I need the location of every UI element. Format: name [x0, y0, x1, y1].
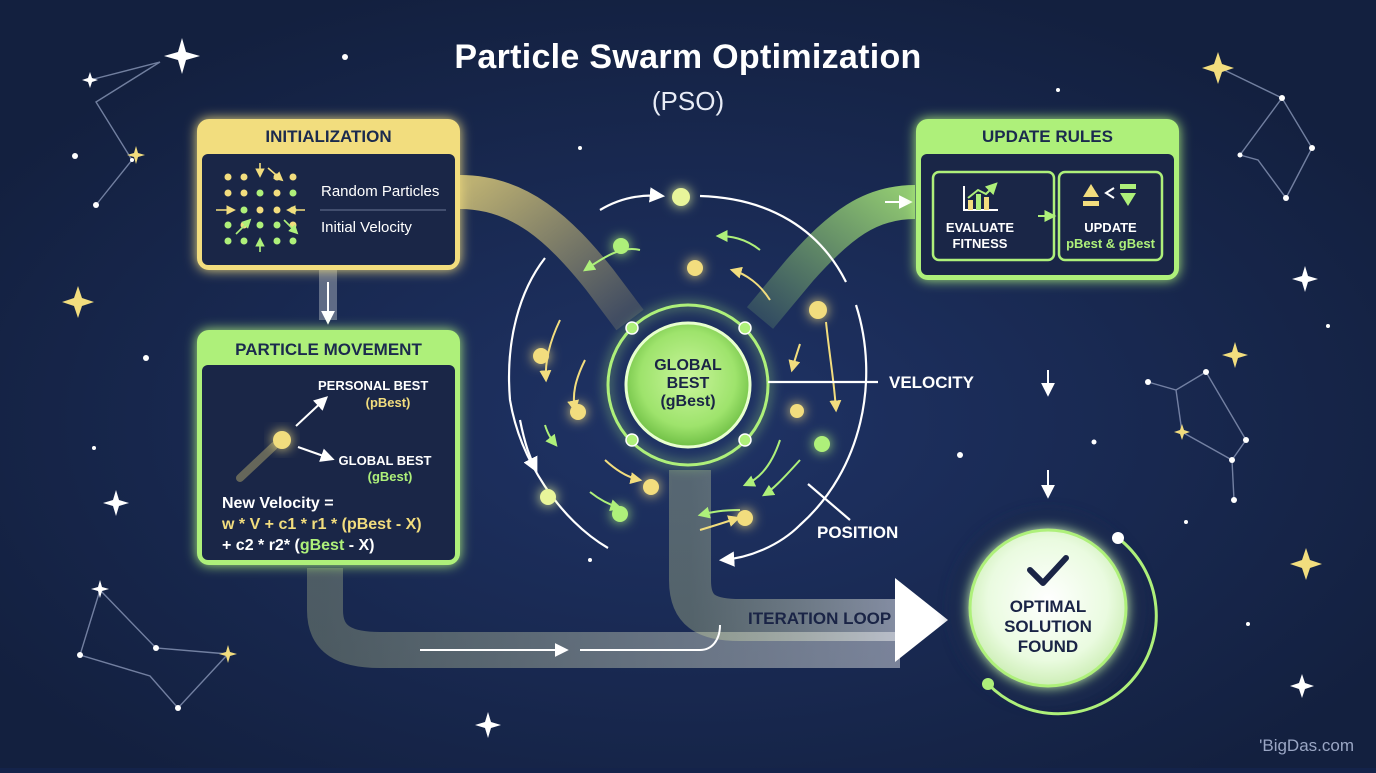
update-label-2: pBest & gBest: [1066, 236, 1155, 251]
page-subtitle: (PSO): [651, 86, 725, 116]
checkmark-icon: [1027, 555, 1069, 586]
swarm-particles: [533, 188, 830, 526]
initialization-panel: [197, 119, 460, 270]
position-label: POSITION: [817, 523, 899, 542]
global-best-label: GLOBAL BEST: [338, 453, 432, 468]
update-rules-heading: UPDATE RULES: [982, 127, 1113, 146]
random-particles-label: Random Particles: [321, 183, 440, 200]
evaluate-label-1: EVALUATE: [945, 220, 1015, 235]
swarm-inner-trails: [539, 230, 842, 531]
center-line-3: (gBest): [660, 393, 716, 410]
optimal-line-2: SOLUTION: [1004, 617, 1092, 636]
movement-panel: [197, 330, 460, 565]
flow-center-down: [669, 470, 900, 641]
constellation-top-left: [89, 61, 161, 206]
sparkle-stars: [62, 38, 1322, 738]
update-rules-panel: [916, 119, 1179, 280]
initial-velocity-label: Initial Velocity: [321, 219, 412, 236]
arrow-to-gbest: [297, 446, 335, 462]
update-best-icon: [1083, 184, 1136, 206]
particle-trail: [236, 442, 278, 482]
fitness-chart-icon: [963, 182, 998, 211]
optimal-line-1: OPTIMAL: [1009, 597, 1087, 616]
evaluate-label-2: FITNESS: [952, 236, 1008, 251]
gbest-label: (gBest): [367, 469, 413, 484]
position-pointer: [807, 483, 851, 521]
swarm-orbits: [507, 187, 868, 567]
movement-heading: PARTICLE MOVEMENT: [235, 340, 422, 359]
velocity-label: VELOCITY: [889, 373, 975, 392]
arrow-loop-line: [580, 624, 721, 651]
global-best-center-label: GLOBAL BEST (gBest): [628, 357, 748, 411]
formula-line-2: w * V + c1 * r1 * (pBest - X): [222, 516, 422, 533]
iteration-loop-arrowhead: [895, 578, 948, 662]
velocity-formula: New Velocity = w * V + c1 * r1 * (pBest …: [222, 493, 422, 556]
personal-best-label: PERSONAL BEST: [318, 378, 429, 393]
optimal-solution-label: OPTIMAL SOLUTION FOUND: [988, 597, 1108, 657]
watermark: 'BigDas.com: [1259, 736, 1354, 755]
update-label-1: UPDATE: [1084, 220, 1137, 235]
optimal-line-3: FOUND: [1017, 637, 1079, 656]
pbest-label: (pBest): [365, 395, 411, 410]
iteration-loop-label: ITERATION LOOP: [748, 609, 892, 628]
stars: [72, 54, 1330, 711]
center-line-2: BEST: [666, 375, 710, 392]
particle-dot: [273, 431, 291, 449]
arrow-to-pbest: [295, 396, 329, 427]
formula-line-1: New Velocity =: [222, 495, 334, 512]
page-title: Particle Swarm Optimization: [454, 38, 922, 76]
global-best-nodes: [625, 321, 752, 447]
initialization-heading: INITIALIZATION: [265, 127, 392, 146]
formula-line-3: + c2 * r2* (gBest - X): [222, 537, 375, 554]
flow-loop-band: [307, 568, 900, 668]
random-particles-icon: [216, 163, 305, 252]
global-best-outer-ring: [606, 303, 770, 467]
center-line-1: GLOBAL: [654, 357, 722, 374]
update-best-box: [1057, 170, 1164, 262]
global-best-core: [624, 321, 752, 449]
optimal-solution-node: [950, 510, 1158, 716]
